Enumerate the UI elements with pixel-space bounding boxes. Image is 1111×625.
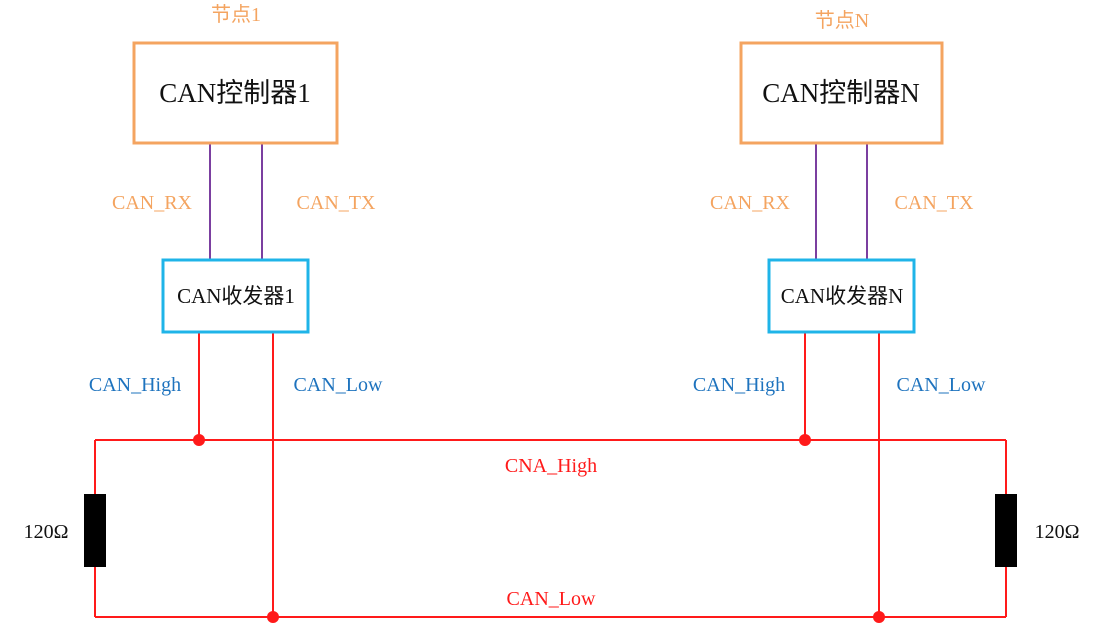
node1-low-label: CAN_Low	[294, 374, 383, 396]
logic-wires	[209, 143, 868, 260]
controller-n-box	[739, 41, 944, 145]
nodeN-rx-label: CAN_RX	[710, 192, 791, 214]
node1-tx-label: CAN_TX	[297, 192, 376, 214]
transceiver-1-label: CAN收发器1	[177, 284, 295, 308]
left-resistor-label: 120Ω	[24, 521, 69, 543]
nodeN-low-label: CAN_Low	[897, 374, 986, 396]
node-1: 节点1 CAN控制器1 CAN_RX CAN_TX CAN收发器1 CAN_Hi…	[89, 3, 383, 396]
nodeN-high-label: CAN_High	[693, 374, 785, 396]
bus-wires	[94, 332, 1007, 618]
junction-node1-low	[267, 611, 279, 623]
node1-high-label: CAN_High	[89, 374, 181, 396]
right-resistor-label: 120Ω	[1035, 521, 1080, 543]
transceiver-n-label: CAN收发器N	[781, 284, 904, 308]
node-n: 节点N CAN控制器N CAN_RX CAN_TX CAN收发器N CAN_Hi…	[693, 9, 986, 396]
transceiver-1-box	[161, 258, 310, 334]
controller-n-label: CAN控制器N	[762, 78, 920, 108]
junction-dots	[193, 434, 885, 623]
right-resistor	[995, 494, 1017, 567]
transceiver-n-box	[767, 258, 916, 334]
node1-rx-label: CAN_RX	[112, 192, 193, 214]
junction-nodeN-low	[873, 611, 885, 623]
controller-1-box	[132, 41, 339, 145]
nodeN-label: 节点N	[815, 9, 869, 32]
node1-label: 节点1	[211, 3, 261, 26]
controller-1-label: CAN控制器1	[159, 78, 311, 108]
bus-high-label: CNA_High	[505, 455, 597, 477]
left-resistor	[84, 494, 106, 567]
junction-node1-high	[193, 434, 205, 446]
bus-low-label: CAN_Low	[507, 588, 596, 610]
junction-nodeN-high	[799, 434, 811, 446]
nodeN-tx-label: CAN_TX	[895, 192, 974, 214]
